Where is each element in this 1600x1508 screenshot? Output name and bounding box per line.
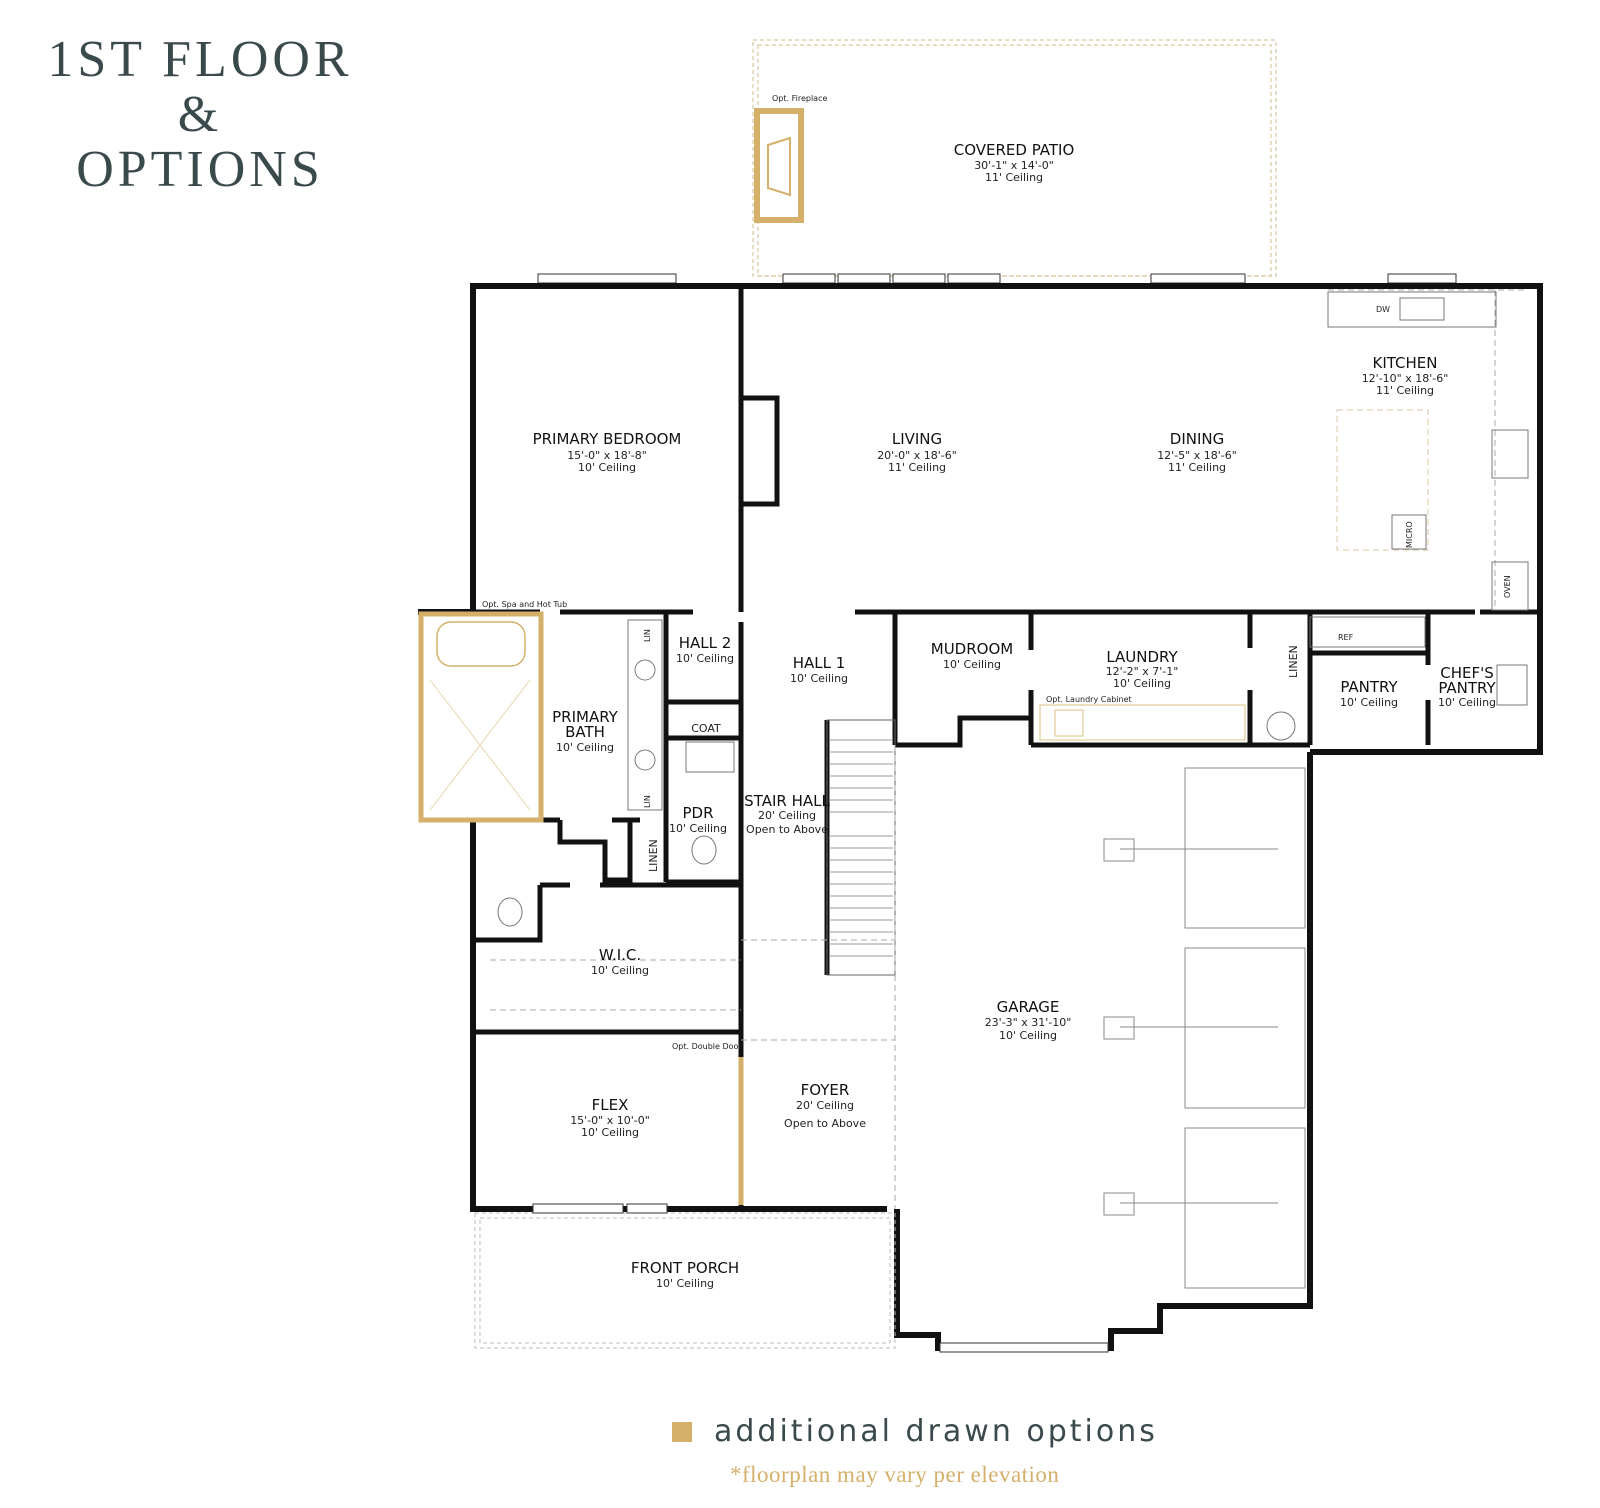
hall1-name: HALL 1 (793, 654, 846, 672)
laundry-size: 12'-2" x 7'-1" (1106, 665, 1179, 678)
opt-laundry-cabinet (1039, 704, 1246, 741)
garage-bays (1103, 767, 1306, 1289)
legend-label: additional drawn options (714, 1414, 1158, 1449)
foyer-note: Open to Above (784, 1117, 866, 1130)
footnote: *floorplan may vary per elevation (730, 1462, 1060, 1487)
primary-bedroom-size: 15'-0" x 18'-8" (567, 449, 647, 462)
stairs (826, 719, 896, 976)
chefs-pantry-name2: PANTRY (1438, 679, 1496, 697)
garage-size: 23'-3" x 31'-10" (985, 1016, 1072, 1029)
linen-label-bath: LINEN (647, 839, 660, 872)
living-name: LIVING (892, 430, 942, 448)
page-title: 1ST FLOOR & OPTIONS (40, 32, 360, 197)
rear-windows (537, 273, 1457, 284)
kitchen-name: KITCHEN (1373, 354, 1438, 372)
flex-ceiling: 10' Ceiling (581, 1126, 639, 1139)
front-windows (532, 1203, 1109, 1353)
living-size: 20'-0" x 18'-6" (877, 449, 957, 462)
primary-bath-name1: PRIMARY (552, 708, 619, 726)
laundry-name: LAUNDRY (1106, 648, 1178, 666)
exterior-walls (418, 283, 1543, 1351)
title-line-1: 1ST FLOOR (47, 31, 353, 88)
kitchen-size: 12'-10" x 18'-6" (1362, 372, 1449, 385)
living-ceiling: 11' Ceiling (888, 461, 946, 474)
chefs-pantry-ceiling: 10' Ceiling (1438, 696, 1496, 709)
ref-label: REF (1338, 633, 1354, 642)
room-labels: COVERED PATIO 30'-1" x 14'-0" 11' Ceilin… (533, 141, 1497, 1290)
chefs-pantry-name1: CHEF'S (1440, 664, 1494, 682)
hall1-ceiling: 10' Ceiling (790, 672, 848, 685)
pdr-name: PDR (682, 804, 713, 822)
primary-bath-ceiling: 10' Ceiling (556, 741, 614, 754)
front-porch-ceiling: 10' Ceiling (656, 1277, 714, 1290)
flex-size: 15'-0" x 10'-0" (570, 1114, 650, 1127)
front-porch-name: FRONT PORCH (631, 1259, 739, 1277)
kitchen-ceiling: 11' Ceiling (1376, 384, 1434, 397)
mudroom-name: MUDROOM (931, 640, 1013, 658)
primary-bedroom-name: PRIMARY BEDROOM (533, 430, 682, 448)
title-line-3: OPTIONS (76, 141, 324, 198)
kitchen-fixtures (1309, 291, 1529, 706)
pantry-ceiling: 10' Ceiling (1340, 696, 1398, 709)
dining-name: DINING (1170, 430, 1224, 448)
laundry-ceiling: 10' Ceiling (1113, 677, 1171, 690)
lin-label-upper: LIN (643, 629, 652, 642)
opt-fireplace (754, 108, 804, 223)
legend: additional drawn options (672, 1414, 1158, 1449)
front-porch-outline (474, 1212, 896, 1349)
stair-hall-name: STAIR HALL (744, 792, 830, 810)
opt-laundry-label: Opt. Laundry Cabinet (1046, 695, 1132, 704)
hall2-ceiling: 10' Ceiling (676, 652, 734, 665)
mudroom-ceiling: 10' Ceiling (943, 658, 1001, 671)
floor-plan: COVERED PATIO 30'-1" x 14'-0" 11' Ceilin… (418, 39, 1543, 1353)
title-line-2: & (177, 86, 223, 143)
stair-hall-ceiling: 20' Ceiling (758, 809, 816, 822)
micro-label: MICRO (1405, 521, 1414, 548)
primary-bath-name2: BATH (565, 723, 605, 741)
foyer-name: FOYER (801, 1081, 850, 1099)
covered-patio-name: COVERED PATIO (954, 141, 1075, 159)
garage-ceiling: 10' Ceiling (999, 1029, 1057, 1042)
covered-patio-ceiling: 11' Ceiling (985, 171, 1043, 184)
pdr-ceiling: 10' Ceiling (669, 822, 727, 835)
stair-hall-note: Open to Above (746, 823, 828, 836)
opt-spa-label: Opt. Spa and Hot Tub (482, 600, 567, 609)
interior-walls (473, 286, 1540, 1209)
primary-bedroom-ceiling: 10' Ceiling (578, 461, 636, 474)
wic-ceiling: 10' Ceiling (591, 964, 649, 977)
bath-fixtures (497, 619, 1296, 927)
dining-size: 12'-5" x 18'-6" (1157, 449, 1237, 462)
legend-swatch (672, 1421, 692, 1442)
fixture-labels: DW REF OVEN MICRO LINEN LINEN LIN LIN Op… (482, 94, 1512, 1051)
dw-label: DW (1376, 305, 1390, 314)
opt-spa-tub (418, 611, 544, 823)
pantry-name: PANTRY (1340, 678, 1398, 696)
flex-name: FLEX (592, 1096, 629, 1114)
garage-name: GARAGE (997, 998, 1060, 1016)
covered-patio-size: 30'-1" x 14'-0" (974, 159, 1054, 172)
oven-label: OVEN (1503, 575, 1512, 598)
opt-fireplace-label: Opt. Fireplace (772, 94, 827, 103)
linen-label-laundry: LINEN (1287, 645, 1300, 678)
lin-label-lower: LIN (643, 795, 652, 808)
opt-double-door-label: Opt. Double Door (672, 1042, 742, 1051)
coat-label: COAT (691, 722, 721, 735)
foyer-ceiling: 20' Ceiling (796, 1099, 854, 1112)
wic-name: W.I.C. (599, 946, 641, 964)
hall2-name: HALL 2 (679, 634, 732, 652)
dining-ceiling: 11' Ceiling (1168, 461, 1226, 474)
dashed-lines (490, 289, 1528, 1209)
